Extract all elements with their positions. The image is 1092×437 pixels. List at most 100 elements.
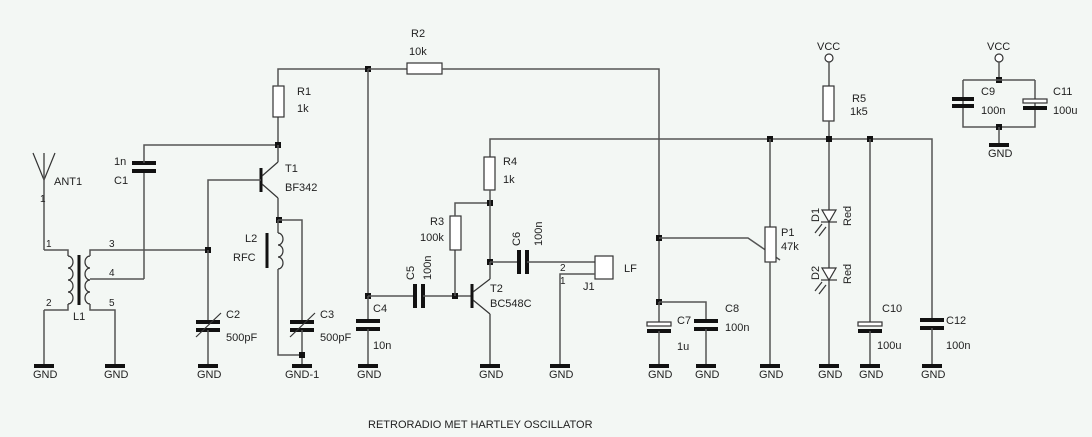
svg-text:GND: GND — [695, 369, 720, 381]
value-r4: 1k — [503, 174, 515, 186]
vcc-symbol: VCC — [817, 41, 840, 63]
label-c2: C2 — [226, 309, 240, 321]
svg-text:GND: GND — [33, 369, 58, 381]
svg-text:GND: GND — [648, 369, 673, 381]
gnd-symbol: GND — [921, 364, 946, 381]
value-d1: Red — [842, 206, 854, 226]
resistor-r4: R4 1k — [483, 140, 517, 262]
label-c1: C1 — [114, 175, 128, 187]
gnd-symbol: GND — [988, 143, 1013, 160]
value-c10: 100u — [877, 340, 901, 352]
value-c11: 100u — [1053, 105, 1077, 117]
junction — [826, 136, 832, 142]
resistor-r3: R3 100k — [420, 202, 490, 296]
electrolytic-capacitor-c11: C11 100u — [1022, 86, 1077, 117]
transistor-t2: T2 BC548C — [470, 262, 532, 365]
vcc-rail — [489, 138, 933, 320]
value-l2: RFC — [233, 252, 256, 264]
svg-text:GND: GND — [549, 369, 574, 381]
label-l1: L1 — [73, 311, 85, 323]
potentiometer-p1: P1 47k — [764, 139, 799, 365]
label-c9: C9 — [981, 86, 995, 98]
l1-pin-2: 2 — [46, 298, 52, 309]
resistor-r2: R2 10k — [368, 28, 660, 302]
value-c12: 100n — [946, 340, 970, 352]
label-c11: C11 — [1053, 86, 1072, 98]
j1-pin-2: 2 — [560, 263, 566, 274]
value-r1: 1k — [297, 103, 309, 115]
label-t1: T1 — [285, 163, 298, 175]
label-r5: R5 — [852, 93, 866, 105]
value-p1: 47k — [781, 241, 799, 253]
value-c2: 500pF — [226, 332, 257, 344]
j1-pin-1: 1 — [560, 276, 566, 287]
capacitor-c5: C5 100n — [368, 256, 472, 308]
svg-text:GND: GND — [921, 369, 946, 381]
label-p1: P1 — [781, 227, 794, 239]
transformer-l1: 1 2 3 4 5 L1 — [43, 239, 208, 365]
svg-text:GND: GND — [357, 369, 382, 381]
value-c3: 500pF — [320, 332, 351, 344]
gnd-symbol: GND — [197, 364, 222, 381]
gnd-symbol: GND — [479, 364, 504, 381]
value-r5: 1k5 — [850, 106, 868, 118]
capacitor-c12: C12 100n — [920, 315, 970, 365]
label-d1: D1 — [810, 208, 822, 222]
label-c10: C10 — [882, 303, 902, 315]
label-c7: C7 — [677, 315, 691, 327]
capacitor-c4: C4 10n — [356, 296, 391, 365]
svg-text:VCC: VCC — [817, 41, 840, 53]
value-r3: 100k — [420, 232, 444, 244]
gnd-symbol: GND — [695, 364, 720, 381]
label-c12: C12 — [946, 315, 966, 327]
label-l2: L2 — [245, 233, 257, 245]
svg-text:GND-1: GND-1 — [285, 369, 319, 381]
schematic-title: RETRORADIO MET HARTLEY OSCILLATOR — [368, 419, 593, 431]
value-j1: LF — [624, 263, 637, 275]
value-c5: 100n — [422, 256, 434, 280]
transistor-t1: T1 BF342 — [207, 145, 317, 250]
label-c8: C8 — [725, 303, 739, 315]
svg-text:GND: GND — [104, 369, 129, 381]
gnd-symbol: GND — [357, 364, 382, 381]
value-c4: 10n — [373, 340, 391, 352]
gnd-symbol: GND — [818, 364, 843, 381]
label-r2: R2 — [411, 28, 425, 40]
junction — [299, 352, 305, 358]
svg-text:GND: GND — [479, 369, 504, 381]
svg-text:GND: GND — [197, 369, 222, 381]
inductor-l2: L2 RFC — [233, 220, 302, 356]
capacitor-c1: 1n C1 — [114, 144, 278, 279]
value-c6: 100n — [533, 222, 545, 246]
l1-pin-4: 4 — [109, 268, 115, 279]
svg-text:GND: GND — [818, 369, 843, 381]
gnd-symbol: GND — [859, 364, 884, 381]
gnd-symbol: GND — [33, 364, 58, 381]
capacitor-c9: C9 100n — [952, 86, 1005, 117]
connector-j1: 2 1 J1 LF — [559, 255, 637, 365]
value-d2: Red — [842, 264, 854, 284]
label-j1: J1 — [583, 281, 595, 293]
label-r4: R4 — [503, 156, 517, 168]
capacitor-c8: C8 100n — [659, 301, 749, 365]
value-c8: 100n — [725, 322, 749, 334]
vcc-symbol: VCC — [987, 41, 1010, 63]
value-c9: 100n — [981, 105, 1005, 117]
variable-capacitor-c2: C2 500pF — [195, 250, 257, 365]
electrolytic-capacitor-c10: C10 100u — [857, 139, 902, 365]
wire — [659, 237, 781, 261]
svg-text:GND: GND — [759, 369, 784, 381]
gnd-symbol: GND — [648, 364, 673, 381]
led-d1: D1 Red — [810, 206, 854, 237]
l1-pin-1: 1 — [46, 239, 52, 250]
pin-ant1: 1 — [40, 194, 46, 205]
value-t2: BC548C — [490, 298, 532, 310]
svg-text:GND: GND — [988, 148, 1013, 160]
label-c4: C4 — [373, 303, 387, 315]
resistor-r5: R5 1k5 — [822, 62, 868, 365]
value-t1: BF342 — [285, 182, 317, 194]
value-c7: 1u — [677, 341, 689, 353]
label-c3: C3 — [320, 309, 334, 321]
led-d2: D2 Red — [810, 264, 854, 295]
label-r3: R3 — [430, 216, 444, 228]
